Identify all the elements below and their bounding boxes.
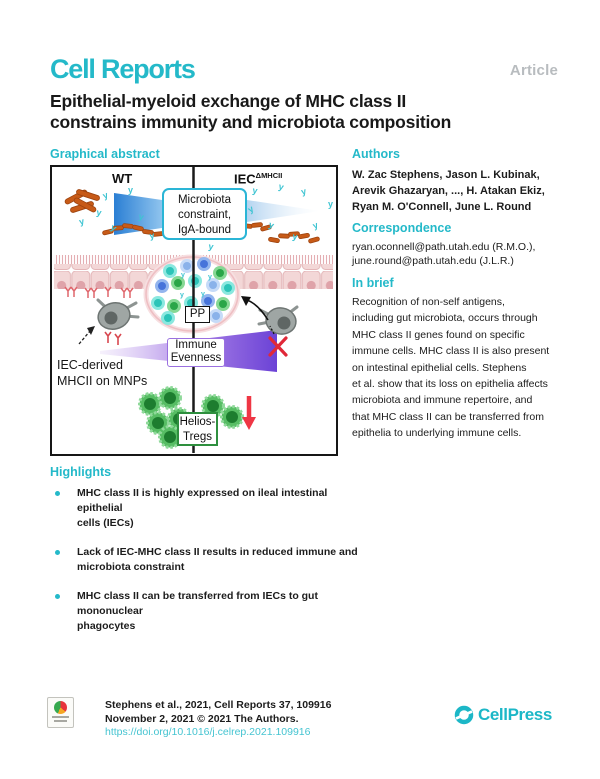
svg-text:y: y (201, 291, 205, 298)
check-for-updates-badge[interactable] (47, 697, 74, 728)
highlight-item: MHC class II is highly expressed on ilea… (50, 486, 370, 531)
cellpress-logo: CellPress (453, 704, 552, 726)
crossmark-icon (54, 701, 67, 714)
paper-title-line1: Epithelial-myeloid exchange of MHC class… (50, 91, 407, 111)
highlight-item: Lack of IEC-MHC class II results in redu… (50, 545, 370, 575)
mnp-cell-icon (96, 298, 140, 345)
svg-text:y: y (78, 216, 85, 227)
paper-title: Epithelial-myeloid exchange of MHC class… (50, 91, 451, 133)
authors-line: Ryan M. O'Connell, June L. Round (352, 201, 532, 213)
svg-text:y: y (128, 185, 133, 195)
wt-label: WT (112, 171, 133, 186)
cellpress-logo-icon (454, 705, 474, 725)
microbiota-constraint-wedge-iec (247, 200, 320, 222)
svg-text:y: y (149, 230, 156, 241)
svg-text:y: y (246, 204, 255, 215)
highlights-heading: Highlights (50, 465, 112, 479)
citation-block: Stephens et al., 2021, Cell Reports 37, … (105, 699, 331, 740)
svg-text:y: y (277, 181, 284, 192)
svg-text:y: y (180, 292, 184, 299)
bacteria-icon (64, 189, 320, 244)
highlights-list: MHC class II is highly expressed on ilea… (50, 486, 370, 648)
paper-title-line2: constrains immunity and microbiota compo… (50, 112, 452, 132)
svg-text:y: y (267, 219, 275, 230)
in-brief-text: Recognition of non-self antigens, includ… (352, 296, 550, 440)
microbiota-constraint-box: Microbiota constraint, IgA-bound (162, 188, 247, 240)
iec-derived-mhcii-label: IEC-derived MHCII on MNPs (57, 358, 148, 388)
journal-logo: Cell Reports (50, 54, 196, 84)
citation-line1: Stephens et al., 2021, Cell Reports 37, … (105, 699, 332, 711)
bullet-icon (55, 594, 60, 599)
iga-antibody-icon: yy yy yy yy yy yy yy yy (78, 181, 333, 252)
doi-link[interactable]: https://doi.org/10.1016/j.celrep.2021.10… (105, 726, 311, 738)
svg-text:y: y (101, 190, 109, 201)
authors-line: Arevik Ghazaryan, ..., H. Atakan Ekiz, (352, 185, 545, 197)
correspondence-email[interactable]: ryan.oconnell@path.utah.edu (R.M.O.), (352, 241, 536, 253)
graphical-abstract-heading: Graphical abstract (50, 147, 160, 161)
iec-mhcii-superscript: ΔMHCII (255, 171, 283, 180)
peyers-patch-label: PP (185, 306, 210, 323)
immune-evenness-box: Immune Evenness (167, 338, 225, 367)
red-x-icon (268, 336, 288, 357)
svg-text:y: y (300, 186, 307, 197)
arrow-to-left-mnp (78, 326, 95, 345)
bullet-icon (55, 550, 60, 555)
svg-text:y: y (311, 220, 319, 231)
iec-mhcii-label: IECΔMHCII (234, 171, 283, 187)
svg-text:y: y (208, 274, 212, 281)
correspondence-email[interactable]: june.round@path.utah.edu (J.L.R.) (352, 255, 514, 267)
correspondence-heading: Correspondence (352, 221, 452, 235)
mnp-cell-no-mhcii-icon (257, 305, 299, 357)
red-down-arrow-icon (242, 396, 256, 430)
svg-text:y: y (181, 272, 185, 279)
arrow-to-peyers-patch (241, 296, 275, 335)
svg-text:y: y (96, 207, 103, 218)
mhcii-receptor-icon (64, 286, 134, 298)
citation-line2: November 2, 2021 © 2021 The Authors. (105, 712, 299, 725)
svg-text:y: y (292, 231, 299, 242)
in-brief-heading: In brief (352, 276, 394, 290)
cellpress-logo-text: CellPress (478, 705, 552, 724)
immune-cells: y y y y (151, 257, 235, 325)
svg-text:y: y (252, 185, 259, 196)
highlight-item: MHC class II can be transferred from IEC… (50, 589, 370, 634)
authors-heading: Authors (352, 147, 400, 161)
bullet-icon (55, 491, 60, 496)
article-type-label: Article (509, 62, 558, 79)
svg-text:y: y (137, 211, 144, 222)
svg-text:y: y (208, 241, 215, 252)
authors-line: W. Zac Stephens, Jason L. Kubinak, (352, 169, 540, 181)
svg-text:y: y (109, 222, 118, 233)
svg-text:y: y (328, 199, 333, 209)
helios-tregs-box: Helios- Tregs (177, 412, 218, 446)
